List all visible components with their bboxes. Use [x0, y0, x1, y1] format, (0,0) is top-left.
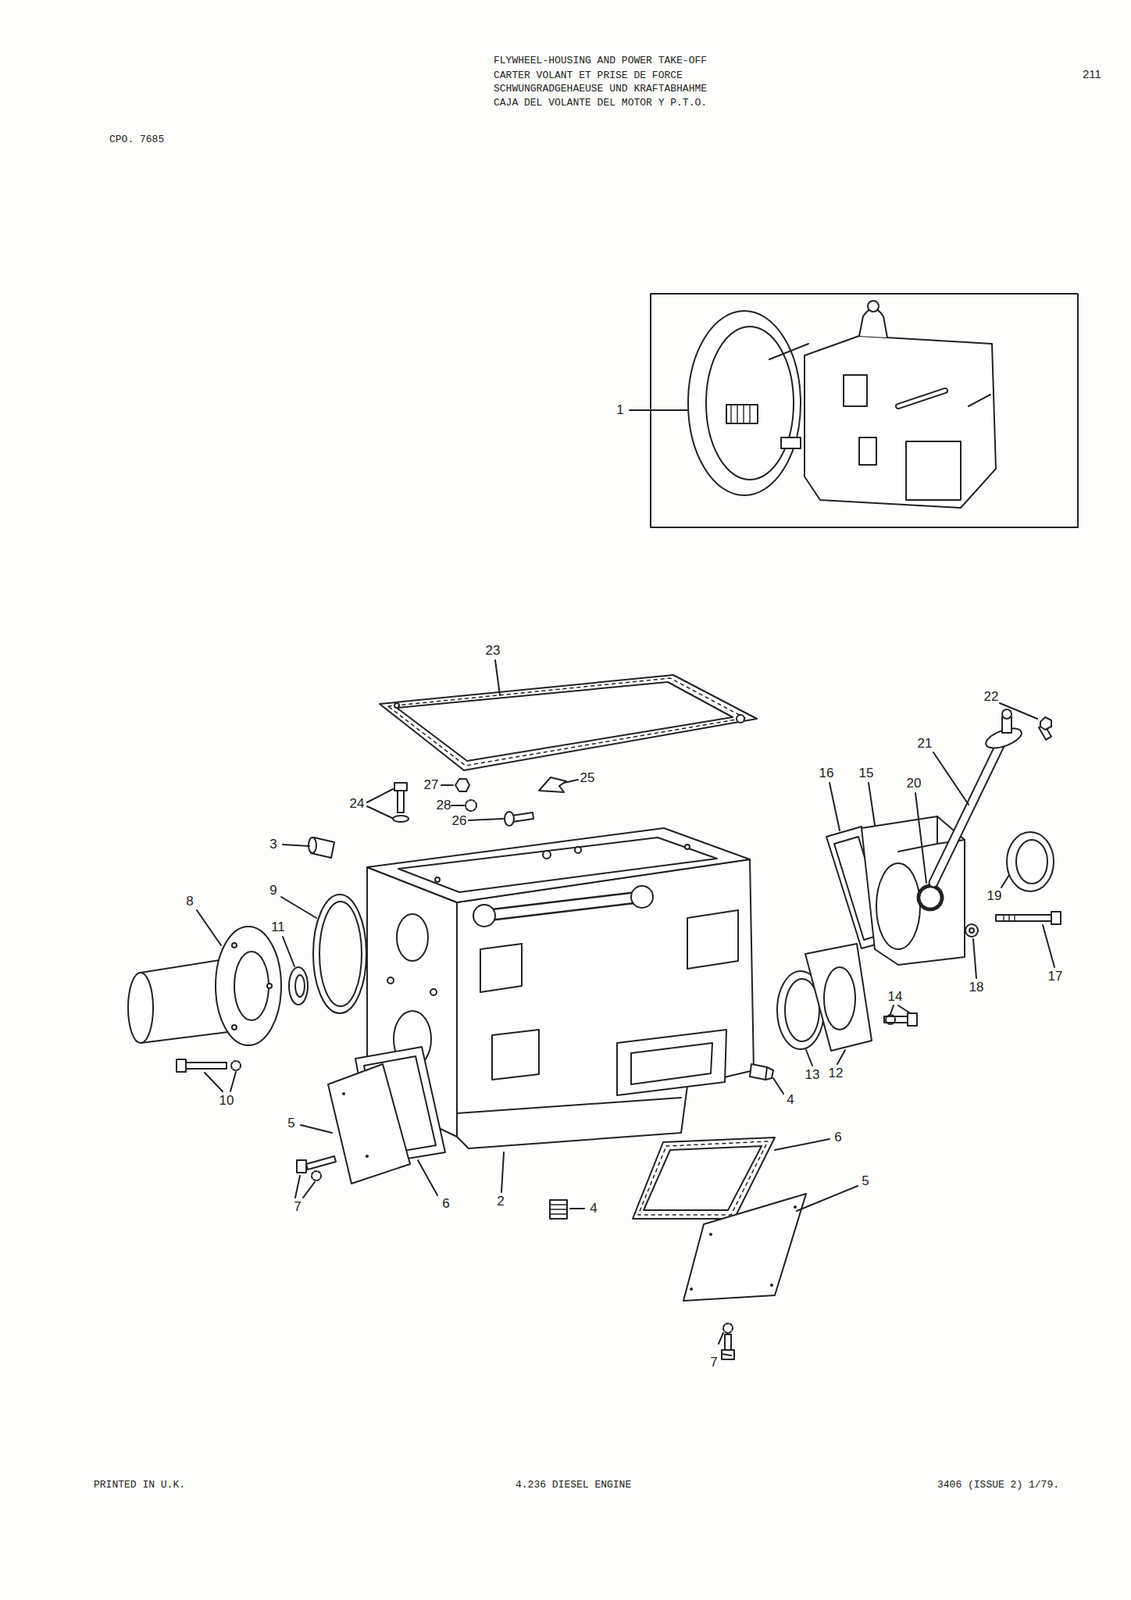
bolt: [296, 1155, 336, 1181]
callout-number: 20: [906, 775, 922, 792]
callout-number: 2: [496, 1193, 504, 1210]
clip: [538, 777, 567, 793]
plug: [308, 837, 335, 858]
callout-number: 13: [805, 1066, 821, 1083]
nut: [455, 778, 470, 792]
side-cover: [328, 1063, 411, 1184]
callout-number: 27: [424, 777, 439, 793]
footer-text: 4.236 DIESEL ENGINE: [515, 1478, 632, 1492]
callout-number: 6: [442, 1195, 450, 1212]
callout-number: 19: [987, 888, 1003, 904]
bottom-gasket: [632, 1137, 775, 1219]
callout-number: 7: [293, 1198, 301, 1215]
callout-number: 3: [269, 836, 277, 853]
callout-number: 4: [589, 1200, 597, 1217]
lock-washer: [465, 799, 477, 811]
callout-number: 18: [969, 979, 985, 996]
ring-gasket: [313, 894, 367, 1014]
footer-text: PRINTED IN U.K.: [93, 1478, 186, 1492]
callout-number: 1: [616, 402, 624, 418]
footer-text: 3406 (ISSUE 2) 1/79.: [937, 1478, 1060, 1492]
bolt: [995, 911, 1061, 925]
callout-number: 21: [917, 735, 933, 752]
callout-number: 11: [271, 919, 286, 935]
callout-number: 5: [861, 1173, 869, 1189]
washer: [965, 924, 978, 937]
callout-number: 17: [1048, 968, 1064, 985]
gearbox-inset: [688, 300, 996, 508]
drain-plug: [549, 1199, 568, 1219]
callout-number: 9: [269, 882, 277, 899]
callout-number: 26: [452, 813, 468, 829]
title-line: FLYWHEEL-HOUSING AND POWER TAKE-OFF: [493, 54, 707, 68]
callout-number: 7: [709, 1354, 718, 1371]
callout-number: 8: [185, 893, 193, 910]
callout-number: 16: [819, 765, 835, 782]
page-number: 211: [1082, 67, 1102, 82]
callout-number: 28: [436, 797, 452, 814]
extension-sleeve: [128, 926, 282, 1046]
bolt: [1038, 717, 1052, 740]
bolt: [176, 1059, 241, 1072]
bolt: [392, 782, 409, 822]
bottom-cover: [683, 1193, 807, 1301]
gear: [918, 885, 942, 910]
bolt: [884, 1013, 917, 1026]
callout-number: 23: [485, 642, 501, 659]
callout-number: 4: [786, 1091, 794, 1108]
oil-seal: [288, 966, 308, 1005]
callout-number: 6: [834, 1129, 842, 1146]
title-line: CARTER VOLANT ET PRISE DE FORCE: [493, 69, 683, 83]
leader-lines: [196, 410, 1055, 1356]
screw: [504, 811, 534, 826]
callout-number: 5: [287, 1115, 295, 1131]
callout-number: 24: [349, 795, 365, 812]
title-line: CAJA DEL VOLANTE DEL MOTOR Y P.T.O.: [493, 96, 707, 110]
callout-number: 14: [888, 988, 903, 1005]
drain-plug: [749, 1063, 774, 1080]
callout-number: 22: [984, 688, 999, 705]
oil-seal: [1006, 831, 1054, 892]
callout-number: 25: [580, 770, 596, 786]
callout-number: 12: [828, 1065, 844, 1082]
top-gasket: [379, 674, 757, 771]
callout-number: 15: [859, 765, 875, 782]
callout-number: 10: [219, 1092, 235, 1109]
reference-code: CPO. 7685: [109, 133, 165, 147]
inset-frame: [650, 293, 1078, 528]
title-line: SCHWUNGRADGEHAEUSE UND KRAFTABHAHME: [493, 82, 707, 96]
cover-plate: [805, 943, 872, 1051]
